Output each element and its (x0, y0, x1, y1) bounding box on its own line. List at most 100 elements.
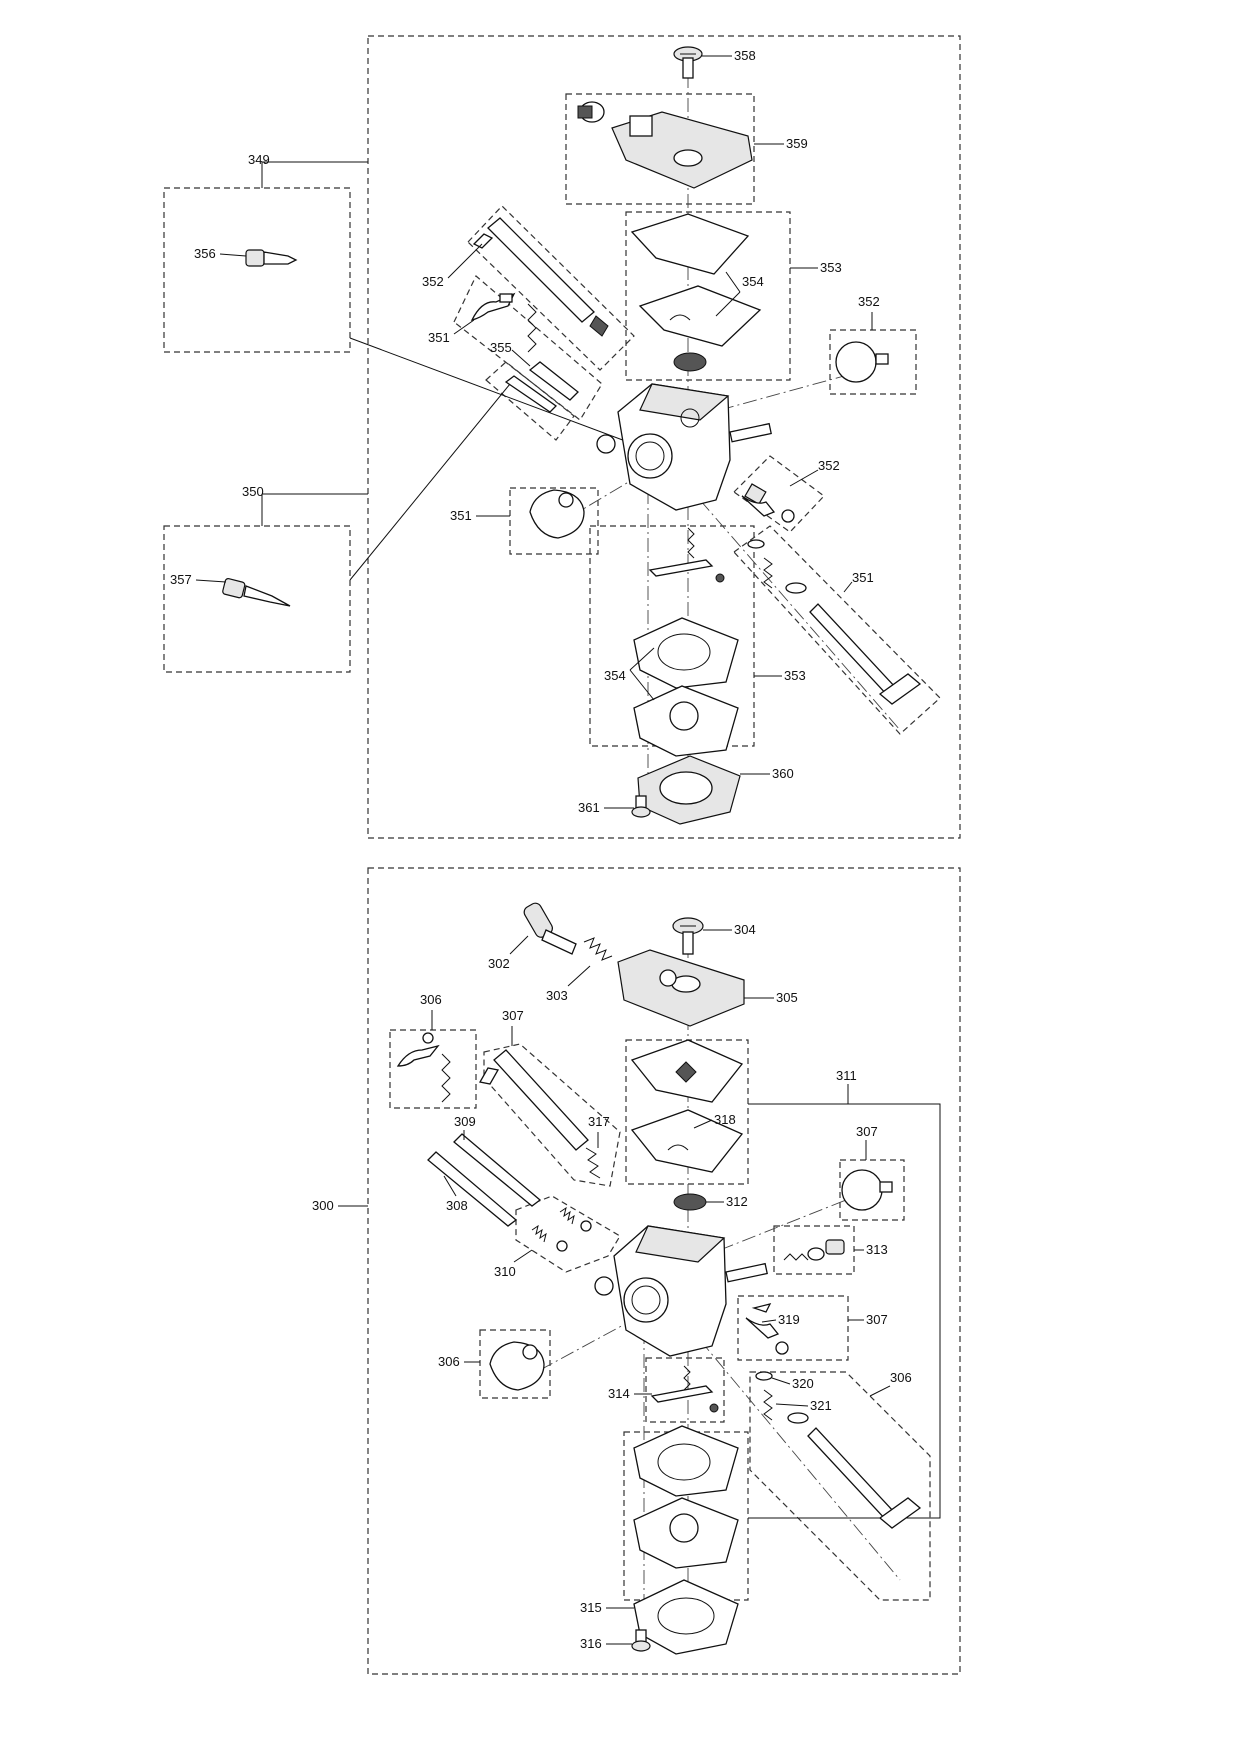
callout-307-right: 307 (856, 1124, 878, 1139)
callout-321: 321 (810, 1398, 832, 1413)
callout-349: 349 (248, 152, 270, 167)
callout-309: 309 (454, 1114, 476, 1129)
choke-parts-top (648, 527, 807, 594)
bottom-axis-left (539, 1315, 641, 1371)
filter-screen-312 (673, 1193, 707, 1211)
callout-354-top: 354 (742, 274, 764, 289)
callout-360: 360 (772, 766, 794, 781)
bottom-axis-diag (699, 1339, 901, 1581)
callout-319: 319 (778, 1312, 800, 1327)
leader-308 (443, 1175, 457, 1197)
leader-351a (453, 319, 475, 335)
leader-303 (567, 965, 591, 987)
choke-314 (650, 1365, 719, 1413)
parts-319 (745, 1303, 789, 1355)
callout-355: 355 (490, 340, 512, 355)
leader-357 (195, 579, 227, 583)
bracket-311 (748, 1103, 941, 1519)
parts-313 (783, 1239, 845, 1261)
leader-352a (447, 243, 483, 279)
callout-306-right: 306 (890, 1370, 912, 1385)
kit-306-top-frame (389, 1029, 477, 1109)
callout-306-top: 306 (420, 992, 442, 1007)
needle-356 (245, 249, 298, 267)
callout-356: 356 (194, 246, 216, 261)
shaft-307-top (478, 1049, 601, 1179)
kit-352-left-frame (467, 205, 635, 371)
bottom-assembly-frame (367, 867, 961, 1675)
callout-300: 300 (312, 1198, 334, 1213)
callout-314: 314 (608, 1386, 630, 1401)
callout-352-right: 352 (858, 294, 880, 309)
callout-354-bottom: 354 (604, 668, 626, 683)
leader-321 (775, 1403, 809, 1407)
callout-313: 313 (866, 1242, 888, 1257)
shaft-351-right (809, 603, 922, 705)
springs-310 (531, 1206, 592, 1252)
leader-352c (789, 469, 819, 487)
kit-355-frame (485, 361, 575, 441)
bottom-axis-right (719, 1199, 847, 1251)
gaskets-lower (633, 1425, 739, 1569)
callout-307-mid: 307 (866, 1312, 888, 1327)
kit-307-mid-frame (737, 1295, 849, 1361)
callout-302: 302 (488, 956, 510, 971)
callout-311: 311 (836, 1068, 857, 1083)
callout-350: 350 (242, 484, 264, 499)
callout-351-top: 351 (428, 330, 450, 345)
plate-307-right (841, 1169, 893, 1211)
kit-307-right-frame (839, 1159, 905, 1221)
gasket-354-bottom (633, 617, 739, 757)
callout-310: 310 (494, 1264, 516, 1279)
leader-354b (629, 647, 655, 671)
lever-spring-351 (470, 292, 537, 353)
kit-349-frame (163, 187, 351, 353)
leader-320 (771, 1377, 791, 1385)
callout-351-left: 351 (450, 508, 472, 523)
leader-354b-b (629, 669, 655, 701)
needle-357 (222, 578, 291, 607)
top-assembly: 358 359 349 353 354 356 352 351 355 352 … (163, 35, 961, 839)
kit-353-top-frame (625, 211, 791, 381)
kit-351-left-frame (509, 487, 599, 555)
callout-305: 305 (776, 990, 798, 1005)
callout-358: 358 (734, 48, 756, 63)
top-assembly-frame (367, 35, 961, 839)
kit-306-right-frame (749, 1371, 931, 1601)
callout-304: 304 (734, 922, 756, 937)
spring-lever-306 (396, 1032, 451, 1103)
pump-cover-305 (617, 949, 745, 1027)
gaskets-318 (630, 1039, 744, 1173)
screw-304 (672, 917, 704, 955)
parts-352-mid (741, 483, 795, 523)
callout-320: 320 (792, 1376, 814, 1391)
kit-310-frame (515, 1195, 621, 1273)
leader-354a (725, 271, 741, 293)
leader-349-to-body (349, 337, 629, 443)
callout-352-mid: 352 (818, 458, 840, 473)
callout-317: 317 (588, 1114, 610, 1129)
needle-309 (453, 1133, 542, 1207)
leader-306c (869, 1385, 891, 1397)
parts-320-321 (755, 1371, 809, 1424)
cover-360 (637, 755, 741, 825)
screw-358 (673, 46, 703, 79)
leader-302 (509, 935, 529, 955)
kit-351-top-frame (453, 275, 603, 421)
carburetor-body-top (596, 383, 772, 511)
callout-312: 312 (726, 1194, 748, 1209)
plate-306-left (489, 1341, 545, 1391)
bottom-assembly: 304 302 303 305 306 307 311 317 318 309 … (312, 867, 961, 1675)
leader-355 (511, 349, 531, 367)
callout-353-top: 353 (820, 260, 842, 275)
top-axis-right (719, 375, 845, 411)
top-axis-diag (699, 499, 901, 731)
shaft-306-right (807, 1427, 922, 1529)
kit-307-top-frame (483, 1043, 621, 1187)
kit-350-frame (163, 525, 351, 673)
leader-356 (219, 253, 247, 257)
plate-351-left (529, 489, 585, 539)
gasket-354-top (630, 213, 762, 347)
spring-303 (583, 937, 613, 961)
